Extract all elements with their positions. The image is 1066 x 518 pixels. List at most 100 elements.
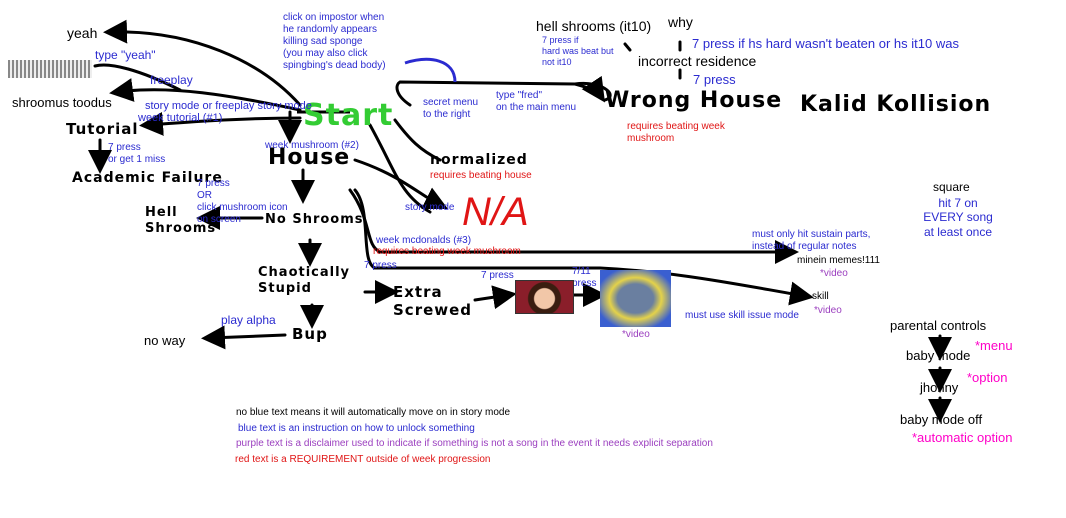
label-must-sustain: must only hit sustain parts, instead of … (752, 229, 870, 253)
blue-curl (404, 57, 457, 83)
node-square: square (933, 180, 970, 194)
node-yeah: yeah (67, 25, 98, 41)
label-req-house: requires beating house (430, 170, 532, 181)
arrow-start-to-wronghouse (395, 75, 606, 107)
node-chaotically-stupid: Chaotically Stupid (258, 265, 351, 296)
arrow-to-minein (348, 188, 799, 264)
node-house: House (268, 145, 351, 170)
node-start: Start (303, 98, 394, 133)
node-jhonny: jhonny (920, 380, 959, 395)
label-line: 7 press (197, 178, 230, 189)
arrow-start-to-shroomus (109, 78, 302, 112)
node-shroomus-toodus: shroomus toodus (12, 95, 112, 110)
node-baby-mode: baby mode (906, 348, 971, 363)
label-line: must only hit sustain parts, (752, 229, 871, 240)
label-line: not it10 (542, 56, 572, 67)
node-wrong-house: Wrong House (605, 88, 783, 113)
blurred-video-thumbnail (600, 270, 671, 327)
node-incorrect-residence: incorrect residence (638, 53, 757, 69)
label-7press-extra: 7 press (481, 270, 514, 281)
label-line: EVERY song (923, 210, 993, 225)
legend-blue: blue text is an instruction on how to un… (238, 423, 475, 434)
node-no-shrooms: No Shrooms (265, 212, 364, 227)
label-week-mushroom: week mushroom (#2) (265, 140, 359, 151)
label-automatic-option: *automatic option (912, 430, 1013, 445)
node-minein-memes: minein memes!111 (797, 255, 880, 266)
label-square-hit7: hit 7 on EVERY song at least once (918, 196, 998, 239)
label-line: type "fred" (496, 90, 543, 101)
label-line: to the right (423, 109, 471, 120)
label-line: (you may also click (283, 48, 368, 59)
label-7-11-press: 7/11 press (572, 266, 596, 290)
label-line: or get 1 miss (108, 154, 166, 165)
label-line: requires beating week (627, 121, 725, 132)
garbled-image (8, 60, 92, 78)
arrow-na-curve (353, 188, 377, 270)
label-req-week-mushroom2: requires beating week mushroom (373, 246, 521, 257)
label-click-impostor: click on impostor when he randomly appea… (283, 12, 386, 76)
label-7press-hard: 7 press if hard was beat but not it10 (542, 35, 614, 67)
label-must-skill-issue: must use skill issue mode (685, 310, 799, 321)
arrow-wronghouse-loop (573, 81, 612, 102)
label-freeplay: freeplay (150, 73, 193, 87)
node-kalid-kollision: Kalid Kollision (800, 92, 992, 117)
label-line: OR (197, 190, 212, 201)
label-7press-hs-hard: 7 press if hs hard wasn't beaten or hs i… (692, 36, 959, 51)
label-line: click on impostor when (283, 12, 385, 23)
label-video-minein: *video (820, 268, 848, 279)
label-line: press (572, 278, 597, 289)
node-na: N/A (462, 190, 529, 234)
label-line: on the main menu (496, 102, 577, 113)
legend-purple: purple text is a disclaimer used to indi… (236, 438, 713, 449)
label-story-mode: story mode (405, 202, 455, 213)
label-line: spingbing's dead body) (283, 60, 386, 71)
label-line: 7 press (108, 142, 141, 153)
arrow-start-to-tutorial (139, 111, 302, 136)
node-extra-screwed: Extra Screwed (393, 283, 473, 319)
node-bup: Bup (292, 325, 328, 343)
arrow-extra-to-img1 (473, 285, 517, 310)
label-7press-wrong: 7 press (693, 72, 736, 87)
label-line: he randomly appears (283, 24, 377, 35)
label-week-mcdonalds: week mcdonalds (#3) (376, 235, 472, 246)
node-academic-failure: Academic Failure (72, 170, 223, 186)
node-why: why (668, 14, 693, 30)
label-7press-tutorial: 7 press or get 1 miss (108, 142, 165, 166)
label-type-yeah: type "yeah" (95, 48, 156, 62)
label-play-alpha: play alpha (221, 313, 276, 327)
label-line: at least once (923, 224, 993, 239)
node-hell-shrooms-left: Hell Shrooms (145, 205, 217, 236)
node-normalized: normalized (430, 152, 528, 168)
label-line: on screen (197, 214, 241, 225)
label-menu: *menu (975, 338, 1013, 353)
label-line: 7/11 (572, 266, 591, 277)
legend-red: red text is a REQUIREMENT outside of wee… (235, 454, 491, 465)
label-line: mushroom (627, 133, 675, 144)
arrow-hellshrooms-link (623, 42, 632, 52)
arrow-to-garbled (93, 63, 182, 92)
label-video-skill: *video (814, 305, 842, 316)
node-baby-mode-off: baby mode off (900, 412, 983, 427)
label-secret-menu: secret menu to the right (423, 97, 478, 121)
label-video-img: *video (622, 329, 650, 340)
label-7press-or-click: 7 press OR click mushroom icon on screen (197, 178, 288, 226)
node-hell-shrooms-it10: hell shrooms (it10) (536, 18, 652, 34)
arrow-to-na-branch (368, 123, 432, 214)
node-no-way: no way (144, 333, 186, 348)
arrow-bup-to-noway (201, 325, 287, 350)
arrow-house-to-na (353, 158, 449, 210)
legend-no-blue: no blue text means it will automatically… (236, 407, 511, 418)
label-line: hit 7 on (938, 196, 978, 210)
label-line: click mushroom icon (197, 202, 288, 213)
label-line: 7 press if (542, 35, 579, 45)
label-7press-chaotic: 7 press (364, 260, 397, 271)
character-thumbnail (515, 280, 574, 314)
label-req-week-mushroom: requires beating week mushroom (627, 121, 725, 145)
node-tutorial: Tutorial (66, 120, 139, 138)
label-week-tutorial: week tutorial (#1) (138, 112, 223, 124)
arrow-start-to-yeah (103, 19, 302, 107)
label-type-fred: type "fred" on the main menu (496, 90, 576, 114)
label-line: killing sad sponge (283, 36, 363, 47)
node-parental-controls: parental controls (890, 318, 987, 333)
